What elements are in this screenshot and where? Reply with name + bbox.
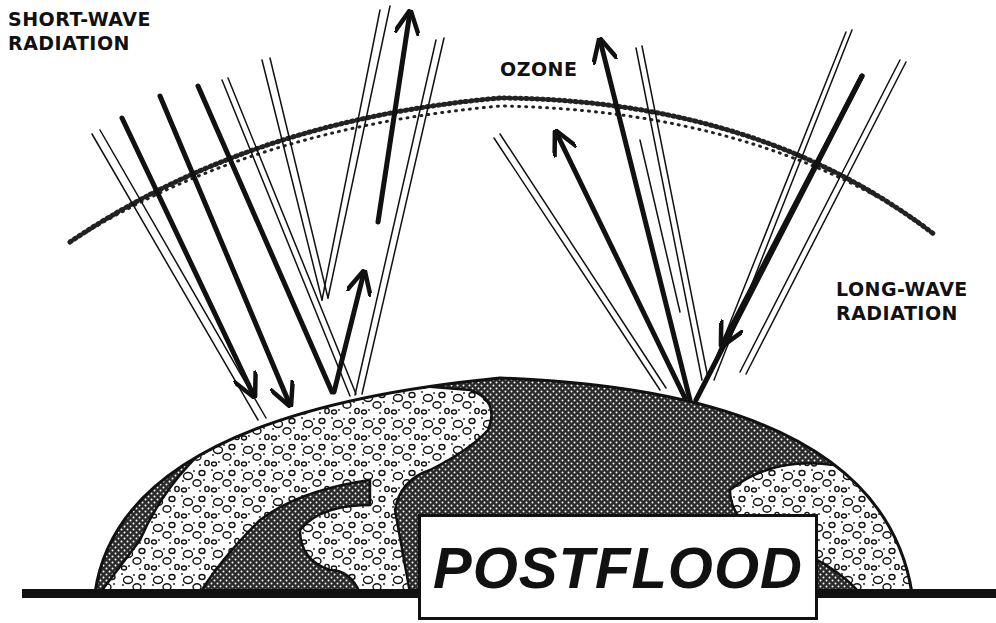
ozone-layer (80, 106, 928, 236)
diagram-label: SHORT-WAVE RADIATION (8, 8, 158, 56)
long-wave-rays (494, 30, 906, 400)
diagram-label: LONG-WAVE RADIATION (836, 278, 986, 326)
diagram-label: OZONE (500, 58, 590, 82)
short-wave-rays (92, 6, 444, 420)
ozone-layer (70, 98, 935, 242)
title-box: POSTFLOOD (418, 514, 818, 620)
box-title: POSTFLOOD (433, 534, 803, 601)
